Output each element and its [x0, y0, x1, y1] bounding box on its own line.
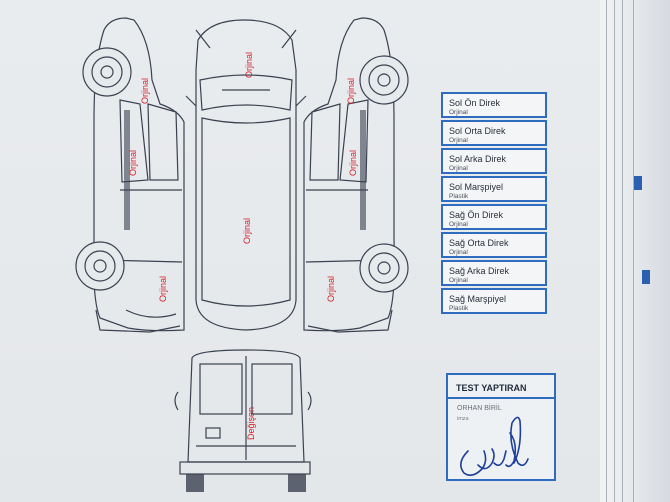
part-box: Sağ Orta Direk Orjinal — [441, 232, 547, 258]
handwritten-signature — [460, 416, 529, 477]
roof-top-view — [185, 19, 307, 331]
paper-stack-edge — [600, 0, 670, 502]
part-name: Sağ Marşpiyel — [449, 294, 507, 304]
blue-tab-marker — [642, 270, 650, 284]
part-status: Plastik — [449, 193, 469, 200]
vehicle-diagram: Orjinal Orjinal Orjinal Orjinal Orjinal … — [75, 17, 409, 492]
part-status: Plastik — [449, 305, 469, 312]
part-name: Sağ Arka Direk — [449, 266, 510, 276]
part-name: Sol Arka Direk — [449, 154, 507, 164]
label-left-front: Orjinal — [140, 78, 150, 104]
part-box: Sağ Marşpiyel Plastik — [441, 288, 547, 314]
blue-tab-marker — [634, 176, 642, 190]
signature-box-title: TEST YAPTIRAN — [448, 375, 554, 399]
label-right-rear: Orjinal — [326, 276, 336, 302]
part-box: Sol Marşpiyel Plastik — [441, 176, 547, 202]
part-name: Sağ Ön Direk — [449, 210, 504, 220]
left-side-view — [75, 17, 185, 333]
label-left-mid: Orjinal — [128, 150, 138, 176]
rear-view — [174, 349, 312, 492]
label-roof-front: Orjinal — [244, 52, 254, 78]
part-status: Orjinal — [449, 165, 468, 172]
part-name: Sol Ön Direk — [449, 98, 501, 108]
part-box: Sol Arka Direk Orjinal — [441, 148, 547, 174]
label-right-mid: Orjinal — [348, 150, 358, 176]
label-left-rear: Orjinal — [158, 276, 168, 302]
label-rear-door: Değişen — [246, 407, 256, 440]
part-status: Orjinal — [449, 137, 468, 144]
label-right-front: Orjinal — [346, 78, 356, 104]
part-status: Orjinal — [449, 249, 468, 256]
right-side-view — [303, 17, 409, 333]
signature-caption: imza — [457, 416, 469, 422]
part-name: Sağ Orta Direk — [449, 238, 509, 248]
part-status: Orjinal — [449, 221, 468, 228]
signature-box: TEST YAPTIRAN ORHAN BİRİL imza — [446, 373, 556, 481]
part-status: Orjinal — [449, 109, 468, 116]
part-name: Sol Marşpiyel — [449, 182, 504, 192]
part-box: Sağ Ön Direk Orjinal — [441, 204, 547, 230]
part-box: Sol Orta Direk Orjinal — [441, 120, 547, 146]
signer-name: ORHAN BİRİL — [457, 405, 502, 412]
part-box: Sol Ön Direk Orjinal — [441, 92, 547, 118]
part-name: Sol Orta Direk — [449, 126, 506, 136]
part-box: Sağ Arka Direk Orjinal — [441, 260, 547, 286]
part-status: Orjinal — [449, 277, 468, 284]
label-roof-center: Orjinal — [242, 218, 252, 244]
